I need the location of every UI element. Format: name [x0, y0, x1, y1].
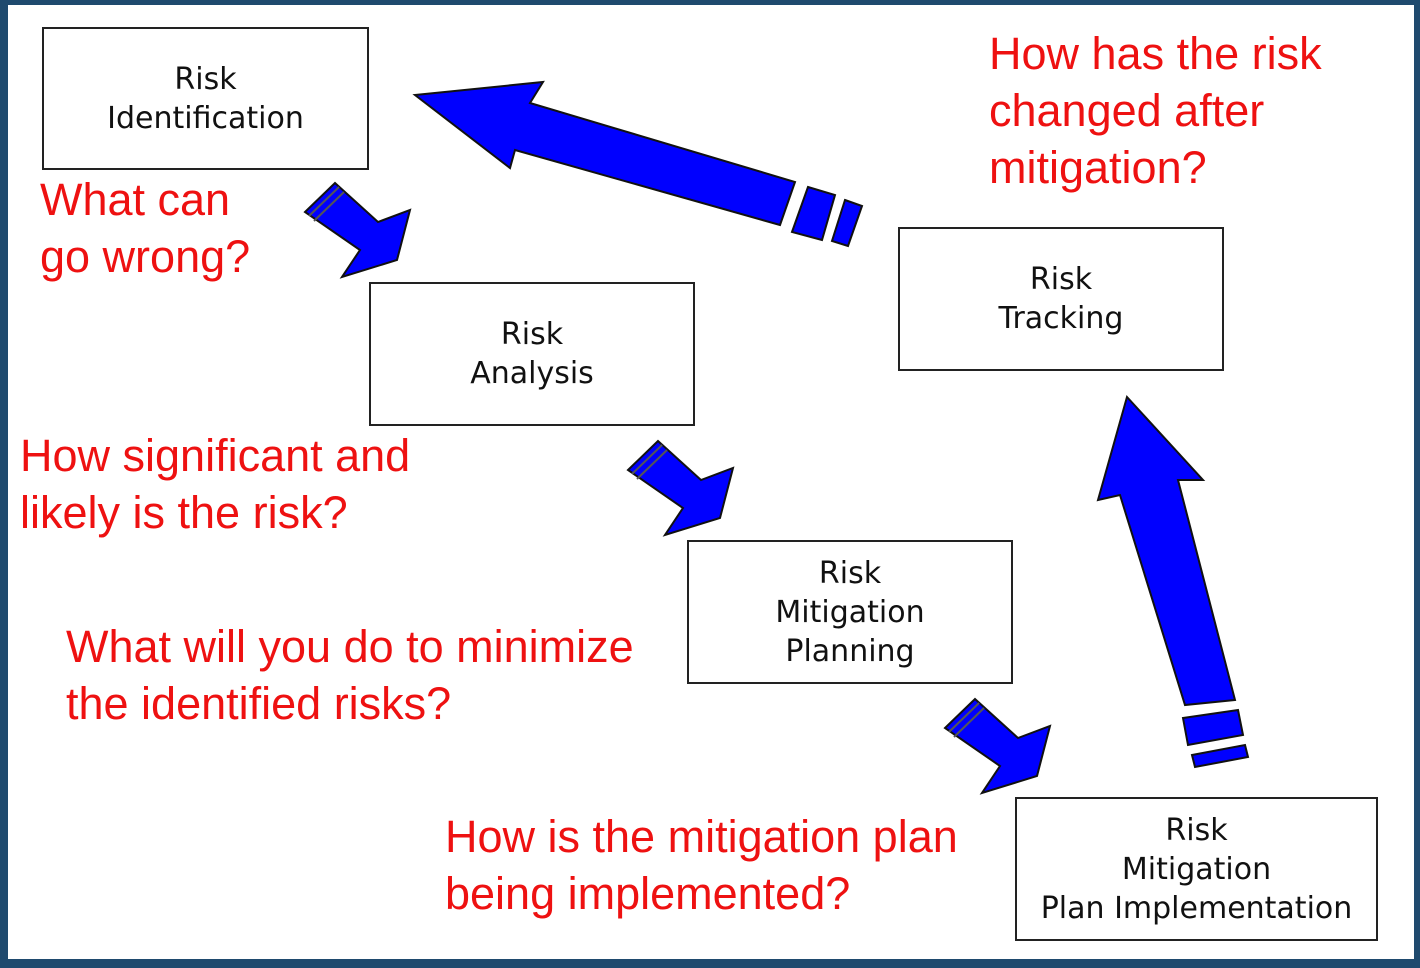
- question-line: the identified risks?: [66, 678, 452, 729]
- question-planning: What will you do to minimize the identif…: [66, 618, 634, 732]
- question-line: How significant and: [20, 430, 411, 481]
- step-risk-mitigation-plan-implementation: Risk Mitigation Plan Implementation: [1015, 797, 1378, 941]
- step-risk-identification: Risk Identification: [42, 27, 369, 170]
- question-line: being implemented?: [445, 868, 851, 919]
- step-label: Mitigation: [1121, 851, 1272, 887]
- step-label: Planning: [785, 633, 915, 669]
- step-label: Identification: [107, 100, 304, 136]
- arrow-planning-to-implementation: [944, 698, 1051, 794]
- step-label: Risk: [174, 61, 237, 97]
- question-implementation: How is the mitigation plan being impleme…: [445, 808, 958, 922]
- question-identification: What can go wrong?: [40, 171, 250, 285]
- step-label: Risk: [1029, 262, 1093, 297]
- arrow-implementation-to-tracking: [1096, 394, 1250, 769]
- step-risk-mitigation-planning: Risk Mitigation Planning: [687, 540, 1013, 684]
- arrow-tracking-to-identification: [412, 80, 864, 248]
- step-label: Tracking: [998, 301, 1124, 336]
- question-tracking: How has the risk changed after mitigatio…: [989, 25, 1322, 196]
- question-line: likely is the risk?: [20, 487, 348, 538]
- step-label: Risk: [1165, 812, 1228, 848]
- question-analysis: How significant and likely is the risk?: [20, 427, 410, 541]
- question-line: What will you do to minimize: [66, 621, 634, 672]
- question-line: How is the mitigation plan: [445, 811, 958, 862]
- arrow-analysis-to-planning: [627, 440, 734, 536]
- question-line: mitigation?: [989, 142, 1207, 193]
- step-risk-analysis: Risk Analysis: [369, 282, 695, 426]
- step-label: Mitigation: [775, 594, 925, 630]
- arrow-identification-to-analysis: [304, 182, 411, 278]
- step-label: Risk: [818, 555, 882, 591]
- question-line: go wrong?: [40, 231, 251, 282]
- step-label: Plan Implementation: [1040, 890, 1353, 926]
- question-line: What can: [40, 174, 231, 225]
- question-line: How has the risk: [989, 28, 1322, 79]
- question-line: changed after: [989, 85, 1265, 136]
- step-label: Analysis: [470, 356, 594, 391]
- step-risk-tracking: Risk Tracking: [898, 227, 1224, 371]
- step-label: Risk: [500, 317, 564, 352]
